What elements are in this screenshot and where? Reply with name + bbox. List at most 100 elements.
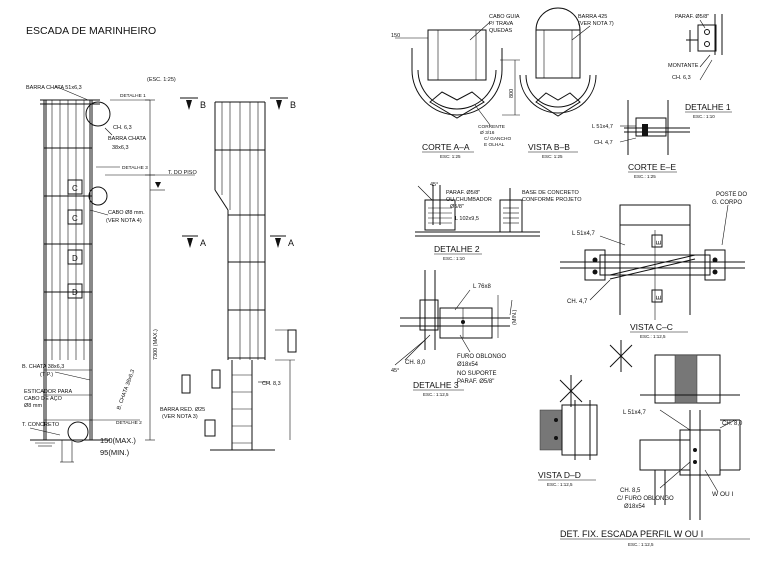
vista-bb-title: VISTA B–B [528,142,570,152]
cabo-guia3: QUEDAS [489,28,513,34]
corte-aa-esc: ESC: 1:25 [440,154,461,159]
detalhe-1-ref: DETALHE 1 [120,93,146,99]
det2-paraf1: PARAF. Ø5/8" [446,190,480,196]
section-a-right: A [288,238,294,248]
detalhe-2-group: 45° PARAF. Ø5/8" OU CHUMBADOR Ø5/8" L 10… [415,182,582,261]
det3-ch80: CH. 8,0 [405,360,426,366]
dd-ch85-2: C/ FURO OBLONGO [617,496,674,502]
corrente3: C/ GANCHO [484,136,511,142]
dd-w-ou-i: W OU I [712,491,733,498]
det1-montante: MONTANTE [668,63,699,69]
det2-l102: L 102x9,5 [455,216,479,222]
elev-scale: (ESC. 1:25) [147,77,176,83]
det1-title: DETALHE 1 [685,102,731,112]
dd-ch85-1: CH. 8,5 [620,488,641,494]
det2-title: DETALHE 2 [434,244,480,254]
corrente4: E OLHAL [484,142,505,148]
det2-paraf2: OU CHUMBADOR [446,197,492,203]
corte-ee-group: L 51x4,7 CH. 4,7 CORTE E–E ESC.: 1:25 [592,100,690,179]
corte-aa-title: CORTE A–A [422,142,470,152]
esticador-line2: CABO DE AÇO [24,396,63,402]
dim-150max: 150(MAX.) [100,436,136,445]
ee-title: CORTE E–E [628,162,676,172]
letter-c-1: C [72,184,78,193]
det-fix-esc: ESC.: 1:12,5 [628,542,654,547]
t-concreto: T. CONCRETO [22,422,60,428]
cc-letter-e2: E [656,295,663,300]
cc-title: VISTA C–C [630,322,673,332]
det3-no-suporte: NO SUPORTE [457,371,497,377]
cc-ch47: CH. 4,7 [567,299,588,305]
corrente2: Ø 3/16 [480,130,495,136]
dim-vertical-text: 7300 (MAX.) [153,329,159,360]
vista-dd-group: L 51x4,7 CH. 8,0 CH. 8,5 C/ FURO OBLONGO… [538,340,750,547]
cc-l51: L 51x4,7 [572,231,595,237]
det3-furo1: FURO OBLONGO [457,354,506,360]
barra-redonda1: BARRA RED. Ø25 [160,407,205,413]
vista-bb-esc: ESC: 1:25 [542,154,563,159]
ee-ch47: CH. 4,7 [594,140,613,146]
det2-base1: BASE DE CONCRETO [522,190,579,196]
dd-ch85-3: Ø18x54 [624,504,646,510]
ladder-side-elevation: B B A A [160,97,297,451]
dd-l51: L 51x4,7 [623,410,646,416]
ch-63-elev: CH. 6,3 [113,125,132,131]
dim-95min: 95(MIN.) [100,448,130,457]
cabo-line1: CABO Ø8 mm. [108,210,145,216]
dd-esc: ESC.: 1:12,5 [547,482,573,487]
b-chata-left2: (TIP.) [40,372,53,378]
detalhe-3-group: L 76x8 (MIN.) 45° CH. 8,0 FURO OBLONGO Ø… [391,270,518,397]
det2-paraf3: Ø5/8" [450,204,464,210]
det-fix-title: DET. FIX. ESCADA PERFIL W OU I [560,529,703,539]
det1-ch63: CH. 6,3 [672,75,691,81]
letter-c-2: C [72,214,78,223]
b-chata-left1: B. CHATA 38x6,3 [22,364,64,370]
det1-esc: ESC.: 1:10 [693,114,715,119]
cc-letter-e1: E [656,240,663,245]
det2-base2: CONFORME PROJETO [522,197,582,203]
barra-chata-mid: BARRA CHATA [108,136,146,142]
detalhe-3-ref: DETALHE 3 [122,165,148,171]
det3-paraf: PARAF. Ø5/8" [457,379,494,385]
cc-poste2: G. CORPO [712,200,742,206]
letter-d-1: D [72,254,78,263]
det2-angle: 45° [430,182,438,188]
ch-83: CH. 8,3 [262,381,281,387]
main-title: ESCADA DE MARINHEIRO [26,25,156,37]
cabo-guia1: CABO GUIA [489,14,520,20]
barra-425-1: BARRA 425 [578,14,607,20]
dd-ch80: CH. 8,0 [722,421,743,427]
detalhe-2-ref: DETALHE 2 [116,420,142,426]
section-b-left: B [200,100,206,110]
det3-furo2: Ø18x54 [457,362,479,368]
det1-paraf: PARAF. Ø5/8" [675,14,709,20]
barra-425-2: (VER NOTA 7) [578,21,614,27]
diag-label: B. CHATA 38x6,3 [116,369,136,411]
t-do-piso: T. DO PISO [168,170,197,176]
barra-chata-mid-dim: 38x6,3 [112,145,129,151]
corte-aa-group: 800 150 CABO GUIA P/ TRAVA QUEDAS CORREN… [391,14,520,159]
ee-l51: L 51x4,7 [592,124,613,130]
dim-800: 800 [509,89,515,98]
det3-min: (MIN.) [512,310,518,325]
dim-150: 150 [391,33,400,39]
vista-bb-group: BARRA 425 (VER NOTA 7) VISTA B–B ESC: 1:… [519,7,614,159]
barra-redonda2: (VER NOTA 3) [162,414,198,420]
ladder-elevation: C C D D 7300 (MAX.) B. CHATA 38x6,3 [22,77,197,463]
detalhe-1-group: PARAF. Ø5/8" MONTANTE CH. 6,3 DETALHE 1 … [668,14,732,119]
cabo-line2: (VER NOTA 4) [106,218,142,224]
section-a-left: A [200,238,206,248]
det3-angle: 45° [391,368,399,374]
det3-title: DETALHE 3 [413,380,459,390]
ee-esc: ESC.: 1:25 [634,174,656,179]
cc-poste1: POSTE DO [716,192,747,198]
cc-esc: ESC.: 1:12,5 [640,334,666,339]
esticador-line3: Ø8 mm [24,403,42,409]
letter-d-2: D [72,288,78,297]
esticador-line1: ESTICADOR PARA [24,389,73,395]
vista-cc-group: E E POSTE DO G. CORPO L 51x4,7 CH. 4,7 V… [560,192,747,339]
det3-l76: L 76x8 [473,284,491,290]
det3-esc: ESC.: 1:12,5 [423,392,449,397]
cabo-guia2: P/ TRAVA [489,21,513,27]
